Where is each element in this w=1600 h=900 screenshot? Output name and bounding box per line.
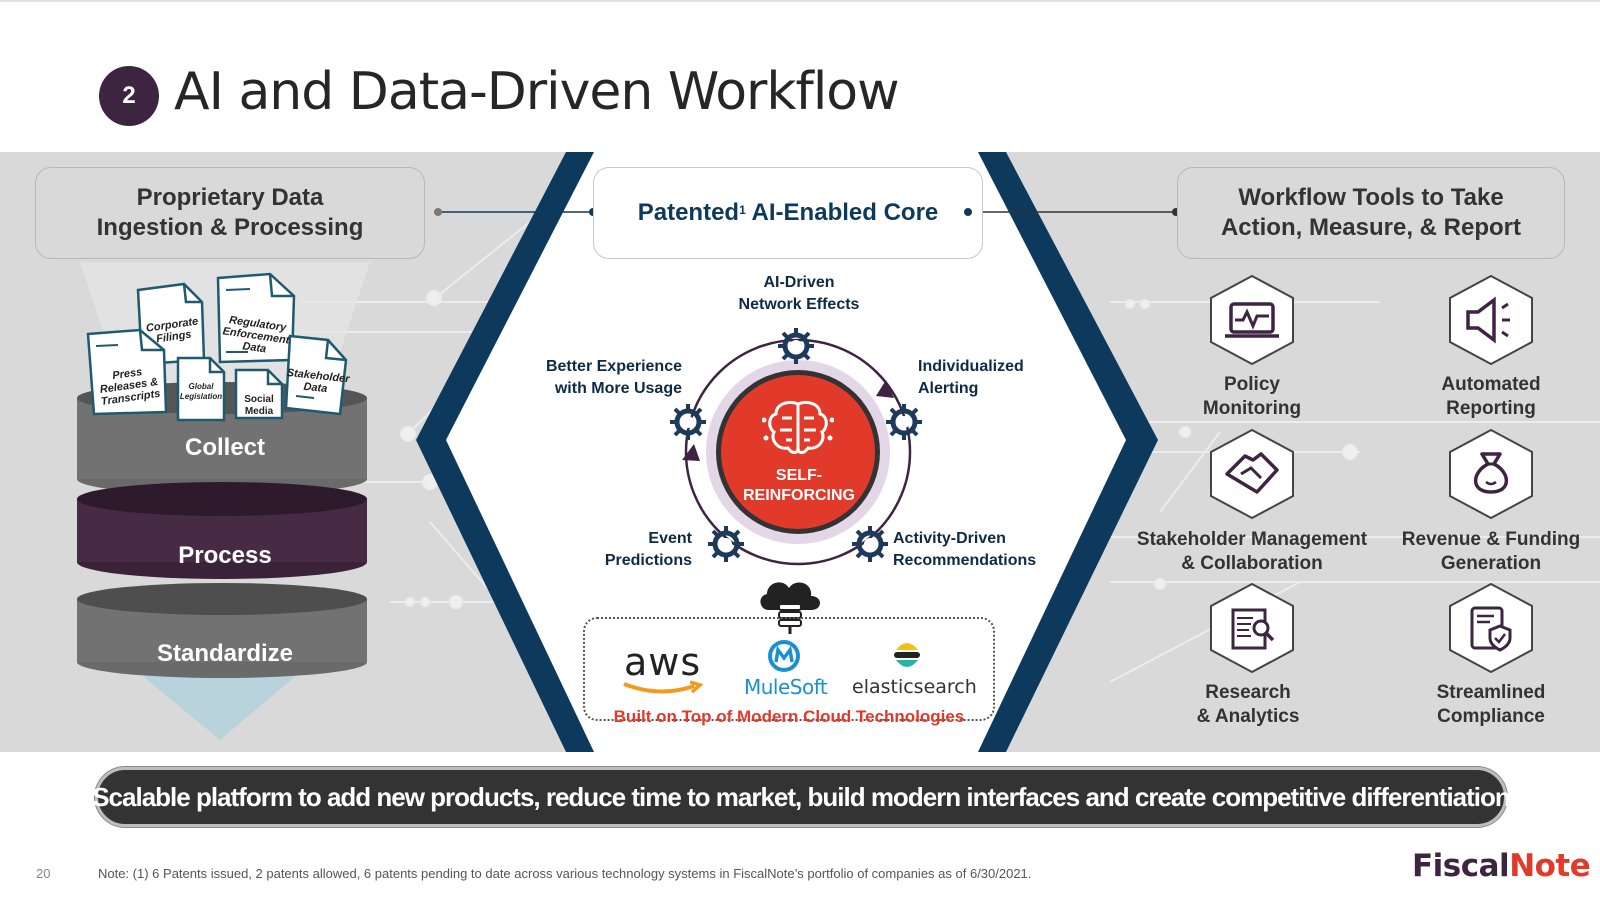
cloud-technologies-box xyxy=(583,617,995,721)
workflow-header-line1: Workflow Tools to Take xyxy=(1238,184,1504,211)
fiscalnote-logo: FiscalNote xyxy=(1412,848,1591,884)
stage-collect: Collect xyxy=(184,434,265,461)
stage-standardize: Standardize xyxy=(156,640,294,667)
page-number: 20 xyxy=(36,866,51,881)
document-icon xyxy=(284,334,348,416)
elasticsearch-logo-mark xyxy=(894,643,920,667)
cloud-caption: Built on Top of Modern Cloud Technologie… xyxy=(613,707,965,726)
page-title: AI and Data-Driven Workflow xyxy=(174,62,900,122)
top-divider xyxy=(0,0,1600,2)
monitor-pulse-icon xyxy=(1210,274,1294,366)
aws-logo: aws xyxy=(624,640,702,684)
brain-circuit-icon xyxy=(762,400,834,454)
self-reinforcing-label: SELF- REINFORCING xyxy=(743,467,855,504)
footnote: Note: (1) 6 Patents issued, 2 patents al… xyxy=(98,866,1032,881)
connector-dot xyxy=(434,208,442,216)
connector-dot xyxy=(1172,208,1180,216)
workflow-header-line2: Action, Measure, & Report xyxy=(1220,214,1522,241)
section-number-badge: 2 xyxy=(99,66,159,126)
logo-part-note: Note xyxy=(1509,848,1591,884)
gear-icon xyxy=(670,404,706,440)
mulesoft-logo: MuleSoft xyxy=(744,675,828,699)
tool-label-stakeholder-management: Stakeholder Management& Collaboration xyxy=(1136,529,1368,574)
gear-icon xyxy=(886,404,922,440)
aws-smile-mark xyxy=(623,680,704,694)
ingestion-header: Proprietary Data Ingestion & Processing xyxy=(35,167,425,259)
core-header-rest: AI-Enabled Core xyxy=(745,199,939,226)
workflow-tools-header: Workflow Tools to Take Action, Measure, … xyxy=(1177,167,1565,259)
connector-dot xyxy=(964,208,972,216)
ingestion-header-line1: Proprietary Data xyxy=(136,184,324,211)
document-icon xyxy=(216,272,296,364)
ingestion-header-line2: Ingestion & Processing xyxy=(96,214,364,241)
cloud-server-icon xyxy=(760,582,820,634)
platform-banner: Scalable platform to add new products, r… xyxy=(92,767,1511,827)
gear-icon xyxy=(708,526,744,562)
logo-part-fiscal: Fiscal xyxy=(1412,848,1510,884)
core-header-footnote-mark: 1 xyxy=(739,203,746,217)
left-chevron xyxy=(416,152,594,752)
megaphone-icon xyxy=(1449,274,1533,366)
core-header-main: Patented xyxy=(637,199,740,226)
right-chevron xyxy=(978,152,1158,752)
tool-label-research-analytics: Research& Analytics xyxy=(1196,682,1300,727)
mulesoft-logo-mark xyxy=(768,640,800,672)
gear-icon xyxy=(778,328,814,364)
stage-process: Process xyxy=(178,542,272,569)
document-icon xyxy=(176,356,226,422)
gear-icon xyxy=(852,526,888,562)
money-bag-icon xyxy=(1449,428,1533,520)
cycle-diagram xyxy=(684,338,912,566)
shield-document-icon xyxy=(1449,582,1533,674)
document-search-icon xyxy=(1210,582,1294,674)
handshake-icon xyxy=(1210,428,1294,520)
elasticsearch-logo: elasticsearch xyxy=(852,676,977,698)
document-icon xyxy=(86,328,168,416)
document-icon xyxy=(234,368,284,420)
